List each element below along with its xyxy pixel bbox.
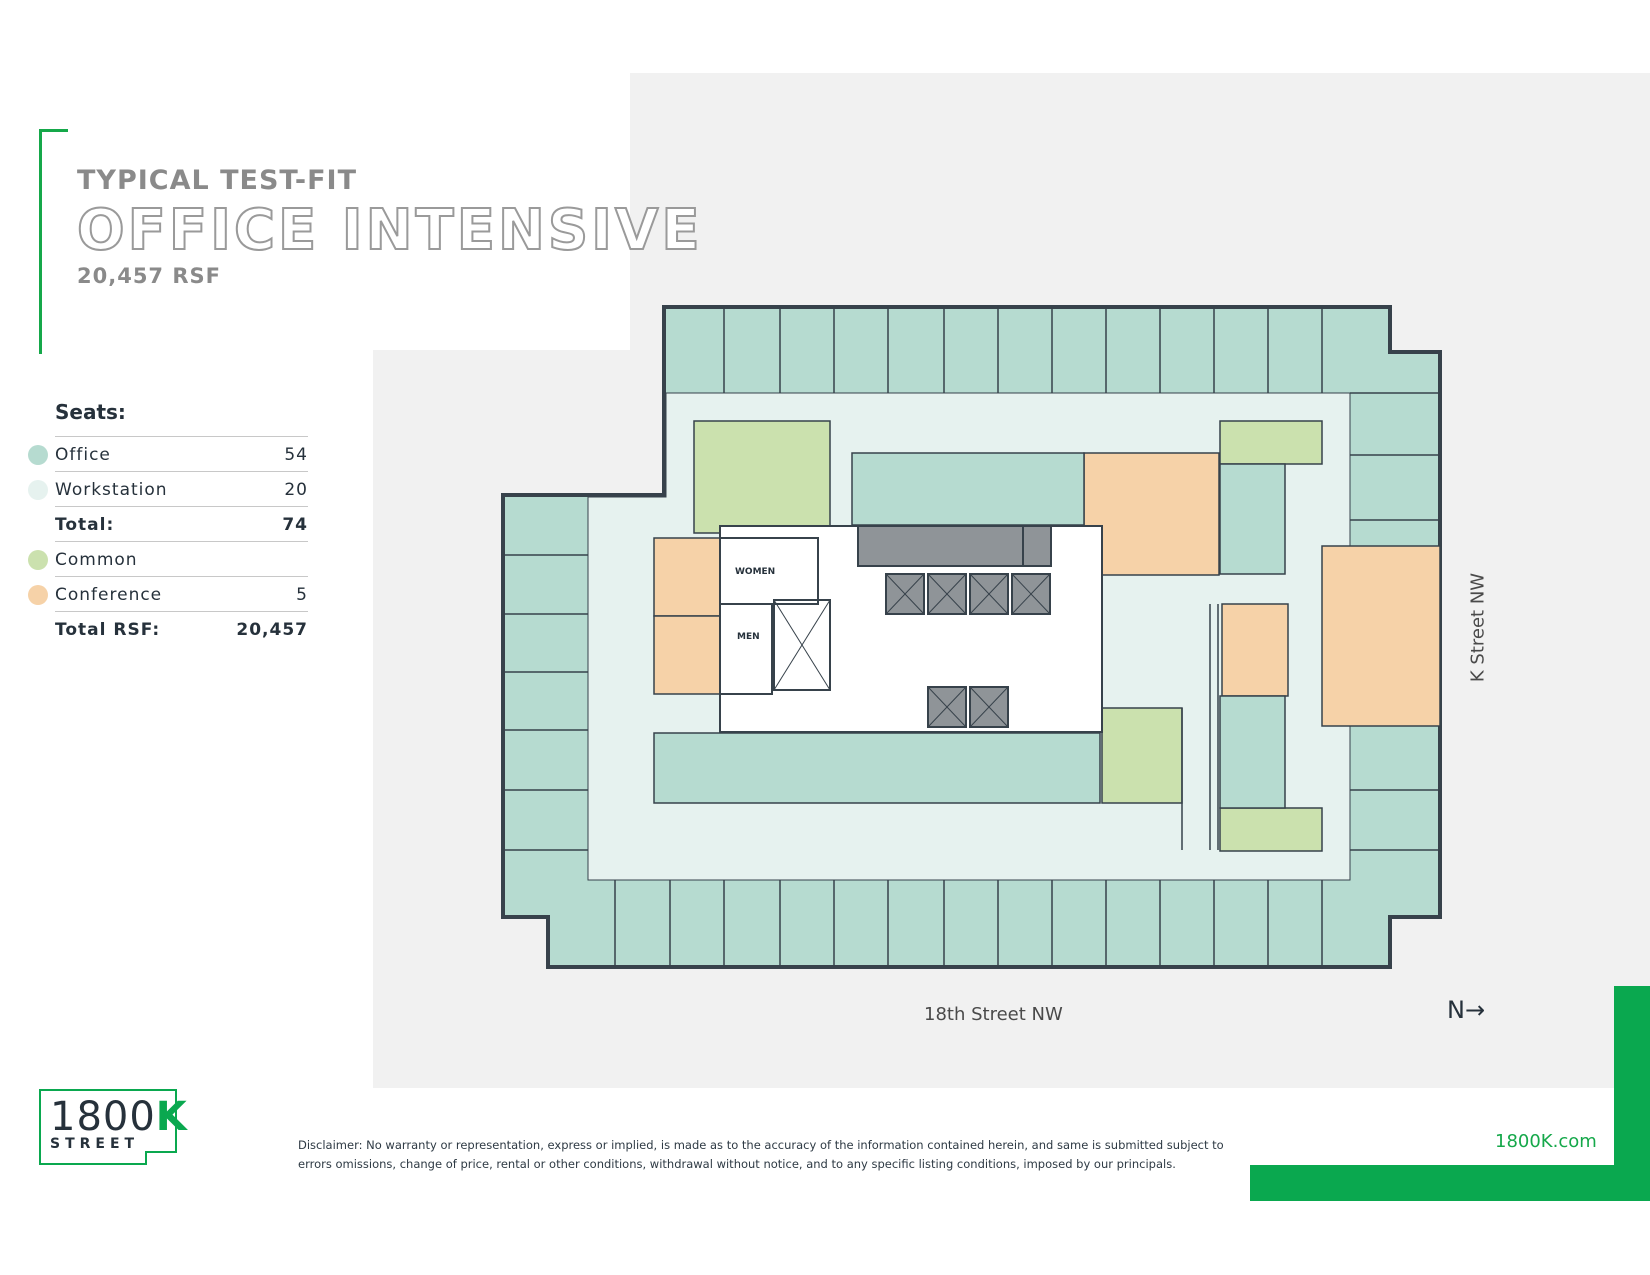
legend-label: Total: <box>55 515 115 535</box>
north-arrow-icon: N→ <box>1447 996 1486 1024</box>
conference-swatch <box>28 585 48 605</box>
office-dividers-right <box>1350 392 1440 851</box>
restroom-women-label: WOMEN <box>735 567 775 577</box>
logo-frame <box>39 1089 177 1165</box>
page-kicker: TYPICAL TEST-FIT <box>77 165 357 196</box>
shaft <box>773 599 831 691</box>
common-room-small-2 <box>1219 807 1323 852</box>
restroom-men-label: MEN <box>737 632 760 642</box>
common-swatch <box>28 550 48 570</box>
conference-room-center <box>1221 603 1289 697</box>
legend-label: Workstation <box>55 480 168 500</box>
street-label-k: K Street NW <box>1467 572 1489 683</box>
legend-value: 54 <box>284 445 308 465</box>
office-swatch <box>28 445 48 465</box>
legend-label: Office <box>55 445 111 465</box>
seats-title: Seats: <box>55 400 126 424</box>
elevator-x-marks <box>773 573 1051 728</box>
interior-walls <box>1181 604 1219 850</box>
stair-north <box>857 525 1024 567</box>
legend-row-common: Common <box>28 541 308 576</box>
legend-value: 74 <box>282 515 308 535</box>
interior-offices-east-2 <box>1219 695 1286 809</box>
page-title: OFFICE INTENSIVE <box>76 197 703 264</box>
workstation-swatch <box>28 480 48 500</box>
legend-label: Common <box>55 550 138 570</box>
street-label-18th: 18th Street NW <box>924 1004 1063 1025</box>
common-room-kitchen <box>1101 707 1183 804</box>
legend-label: Total RSF: <box>55 620 161 640</box>
conference-room-north <box>1083 452 1220 576</box>
office-dividers-left <box>503 554 588 851</box>
office-dividers-bottom <box>614 880 1323 967</box>
website-link[interactable]: 1800K.com <box>1495 1131 1597 1152</box>
logo-street: STREET <box>50 1136 140 1152</box>
stair-east <box>1022 525 1052 567</box>
brand-bar-horizontal <box>1250 1165 1650 1201</box>
legend-row-office: Office 54 <box>28 436 308 471</box>
conference-room-west-1 <box>653 537 721 617</box>
interior-offices-south <box>653 732 1101 804</box>
legend-row-total-rsf: Total RSF: 20,457 <box>55 611 308 646</box>
title-bracket <box>39 129 68 354</box>
logo-letter: K <box>155 1094 188 1140</box>
legend-row-conference: Conference 5 <box>28 576 308 611</box>
conference-room-west-2 <box>653 615 721 695</box>
legend-value: 20,457 <box>236 620 308 640</box>
legend-row-total: Total: 74 <box>55 506 308 541</box>
page-subtitle-rsf: 20,457 RSF <box>77 264 221 288</box>
office-dividers-top <box>723 307 1323 393</box>
common-room-small-1 <box>1219 420 1323 465</box>
legend-value: 5 <box>296 585 308 605</box>
interior-offices-north <box>851 452 1085 526</box>
restroom-men-area <box>719 603 773 695</box>
disclaimer-text: Disclaimer: No warranty or representatio… <box>298 1138 1224 1171</box>
interior-offices-east-1 <box>1219 463 1286 575</box>
logo-number: 1800K <box>50 1094 188 1140</box>
common-room-lounge <box>693 420 831 534</box>
legend-label: Conference <box>55 585 163 605</box>
legend-value: 20 <box>284 480 308 500</box>
conference-room-board <box>1321 545 1441 727</box>
legend-row-workstation: Workstation 20 <box>28 471 308 506</box>
logo-number-digits: 1800 <box>50 1094 156 1140</box>
